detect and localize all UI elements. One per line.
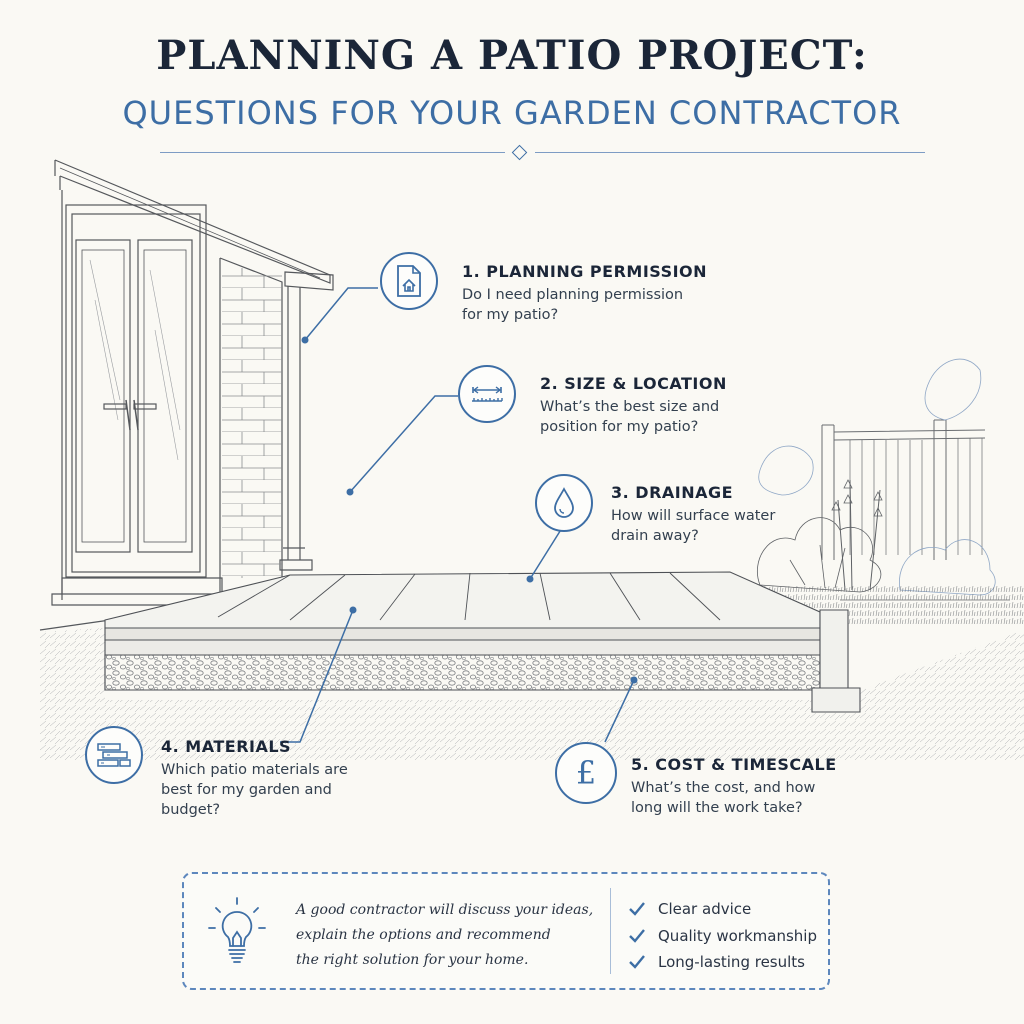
checklist-item: Quality workmanship bbox=[628, 923, 817, 950]
advice-line: the right solution for your home. bbox=[296, 952, 529, 968]
question-title: 3. DRAINAGE bbox=[611, 483, 734, 502]
contractor-advice-box: A good contractor will discuss your idea… bbox=[182, 872, 830, 990]
question-text: Do I need planning permission for my pat… bbox=[462, 285, 707, 325]
ground-soil-hatch bbox=[40, 628, 1024, 760]
cost-timescale-icon-badge: £ bbox=[555, 742, 617, 804]
question-line: position for my patio? bbox=[540, 419, 699, 435]
checklist-label: Quality workmanship bbox=[658, 926, 817, 945]
advice-quote: A good contractor will discuss your idea… bbox=[296, 898, 596, 973]
question-line: Do I need planning permission bbox=[462, 287, 684, 303]
question-title: 2. SIZE & LOCATION bbox=[540, 374, 727, 393]
checkmark-icon bbox=[629, 928, 645, 943]
question-line: budget? bbox=[161, 802, 221, 818]
question-cost-timescale: 5. COST & TIMESCALE What’s the cost, and… bbox=[631, 755, 837, 818]
patio-cross-section bbox=[104, 571, 861, 713]
size-location-icon-badge bbox=[458, 365, 516, 423]
materials-icon-badge bbox=[85, 726, 143, 784]
checkmark-icon bbox=[629, 902, 645, 917]
question-line: What’s the cost, and how bbox=[631, 780, 816, 796]
advice-divider bbox=[610, 888, 611, 974]
question-line: for my patio? bbox=[462, 307, 559, 323]
checkmark-icon bbox=[629, 955, 645, 970]
ruler-icon bbox=[472, 386, 503, 402]
drainage-icon-badge bbox=[535, 474, 593, 532]
pound-sign-icon: £ bbox=[575, 754, 597, 792]
checklist-item: Long-lasting results bbox=[628, 949, 817, 976]
question-text: What’s the cost, and how long will the w… bbox=[631, 778, 837, 818]
water-drop-icon bbox=[554, 487, 574, 518]
question-line: drain away? bbox=[611, 528, 699, 544]
garden-fence-sketch bbox=[821, 419, 986, 560]
question-title: 4. MATERIALS bbox=[161, 737, 292, 756]
callout-leaders bbox=[280, 287, 638, 743]
question-text: Which patio materials are best for my ga… bbox=[161, 760, 348, 820]
question-text: How will surface water drain away? bbox=[611, 506, 775, 546]
question-size-location: 2. SIZE & LOCATION What’s the best size … bbox=[540, 374, 727, 437]
question-drainage: 3. DRAINAGE How will surface water drain… bbox=[611, 483, 775, 546]
page-title: PLANNING A PATIO PROJECT: bbox=[156, 32, 868, 79]
question-line: What’s the best size and bbox=[540, 399, 720, 415]
title-divider-left bbox=[160, 152, 505, 153]
question-line: Which patio materials are bbox=[161, 762, 348, 778]
benefits-checklist: Clear advice Quality workmanship Long-la… bbox=[628, 896, 817, 976]
planning-permission-icon-badge bbox=[380, 252, 438, 310]
lightbulb-icon bbox=[208, 897, 266, 963]
checklist-label: Long-lasting results bbox=[658, 953, 805, 972]
question-line: How will surface water bbox=[611, 508, 776, 524]
advice-line: explain the options and recommend bbox=[296, 927, 551, 943]
question-planning-permission: 1. PLANNING PERMISSION Do I need plannin… bbox=[462, 262, 707, 325]
advice-line: A good contractor will discuss your idea… bbox=[296, 902, 594, 918]
page-subtitle: QUESTIONS FOR YOUR GARDEN CONTRACTOR bbox=[122, 94, 902, 132]
title-divider-right bbox=[535, 152, 925, 153]
checklist-label: Clear advice bbox=[658, 900, 752, 919]
checklist-item: Clear advice bbox=[628, 896, 817, 923]
question-title: 1. PLANNING PERMISSION bbox=[462, 262, 708, 281]
document-house-icon bbox=[397, 265, 421, 297]
question-materials: 4. MATERIALS Which patio materials are b… bbox=[161, 737, 348, 820]
question-text: What’s the best size and position for my… bbox=[540, 397, 727, 437]
house-wall-sketch bbox=[39, 159, 334, 631]
question-title: 5. COST & TIMESCALE bbox=[631, 755, 837, 774]
question-line: long will the work take? bbox=[631, 800, 803, 816]
question-line: best for my garden and bbox=[161, 782, 332, 798]
paving-stack-icon bbox=[97, 743, 131, 767]
garden-plants-sketch bbox=[757, 358, 1010, 601]
